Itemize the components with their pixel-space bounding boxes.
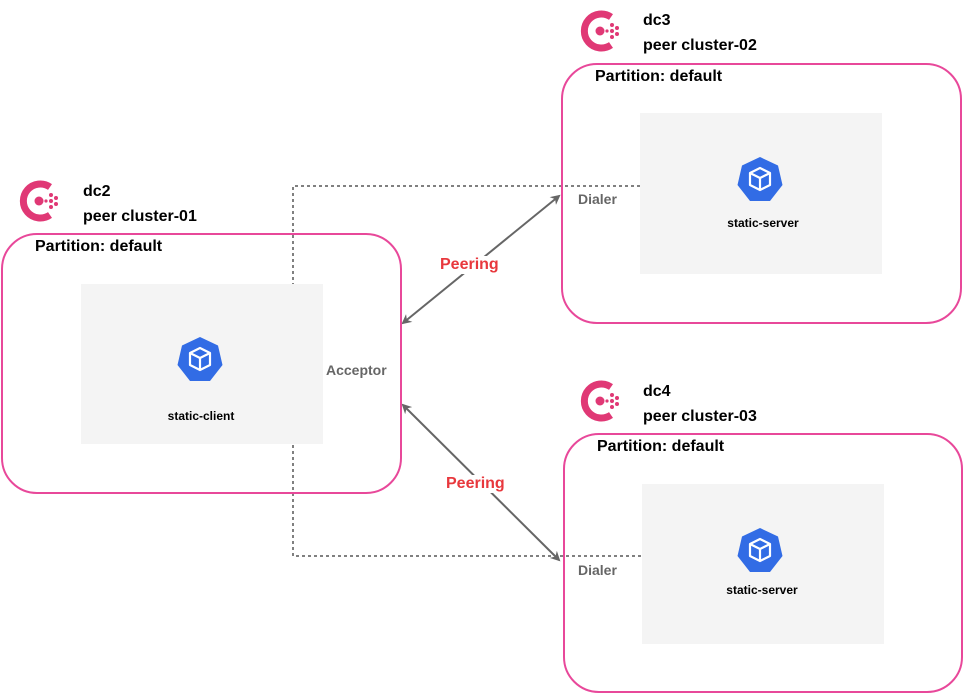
dc2-name: dc2 xyxy=(83,183,111,200)
dc3-peer-name: peer cluster-02 xyxy=(643,37,757,54)
dc3-role-label: Dialer xyxy=(578,191,617,207)
kubernetes-service-icon xyxy=(737,528,783,572)
consul-logo-icon xyxy=(580,10,619,52)
dc2-service-label: static-client xyxy=(167,409,235,423)
dc4-peer-name: peer cluster-03 xyxy=(643,408,757,425)
dc4-service-label: static-server xyxy=(726,583,798,597)
dc2-partition-label: Partition: default xyxy=(35,238,163,255)
peering-label-dc3: Peering xyxy=(440,256,499,274)
dc4-partition-label: Partition: default xyxy=(597,438,725,455)
kubernetes-service-icon xyxy=(737,157,783,201)
kubernetes-service-icon xyxy=(177,337,223,381)
dc3-service-label: static-server xyxy=(727,216,799,230)
dc4-name: dc4 xyxy=(643,383,671,400)
consul-logo-icon xyxy=(19,180,58,222)
dc3-partition-label: Partition: default xyxy=(595,68,723,85)
peering-label-dc4: Peering xyxy=(446,475,505,493)
dc3-name: dc3 xyxy=(643,12,671,29)
service-connection-dc4 xyxy=(292,361,729,561)
dc2-peer-name: peer cluster-01 xyxy=(83,208,197,225)
dc4-role-label: Dialer xyxy=(578,562,617,578)
consul-logo-icon xyxy=(580,380,619,422)
dc2-role-label: Acceptor xyxy=(326,362,387,378)
